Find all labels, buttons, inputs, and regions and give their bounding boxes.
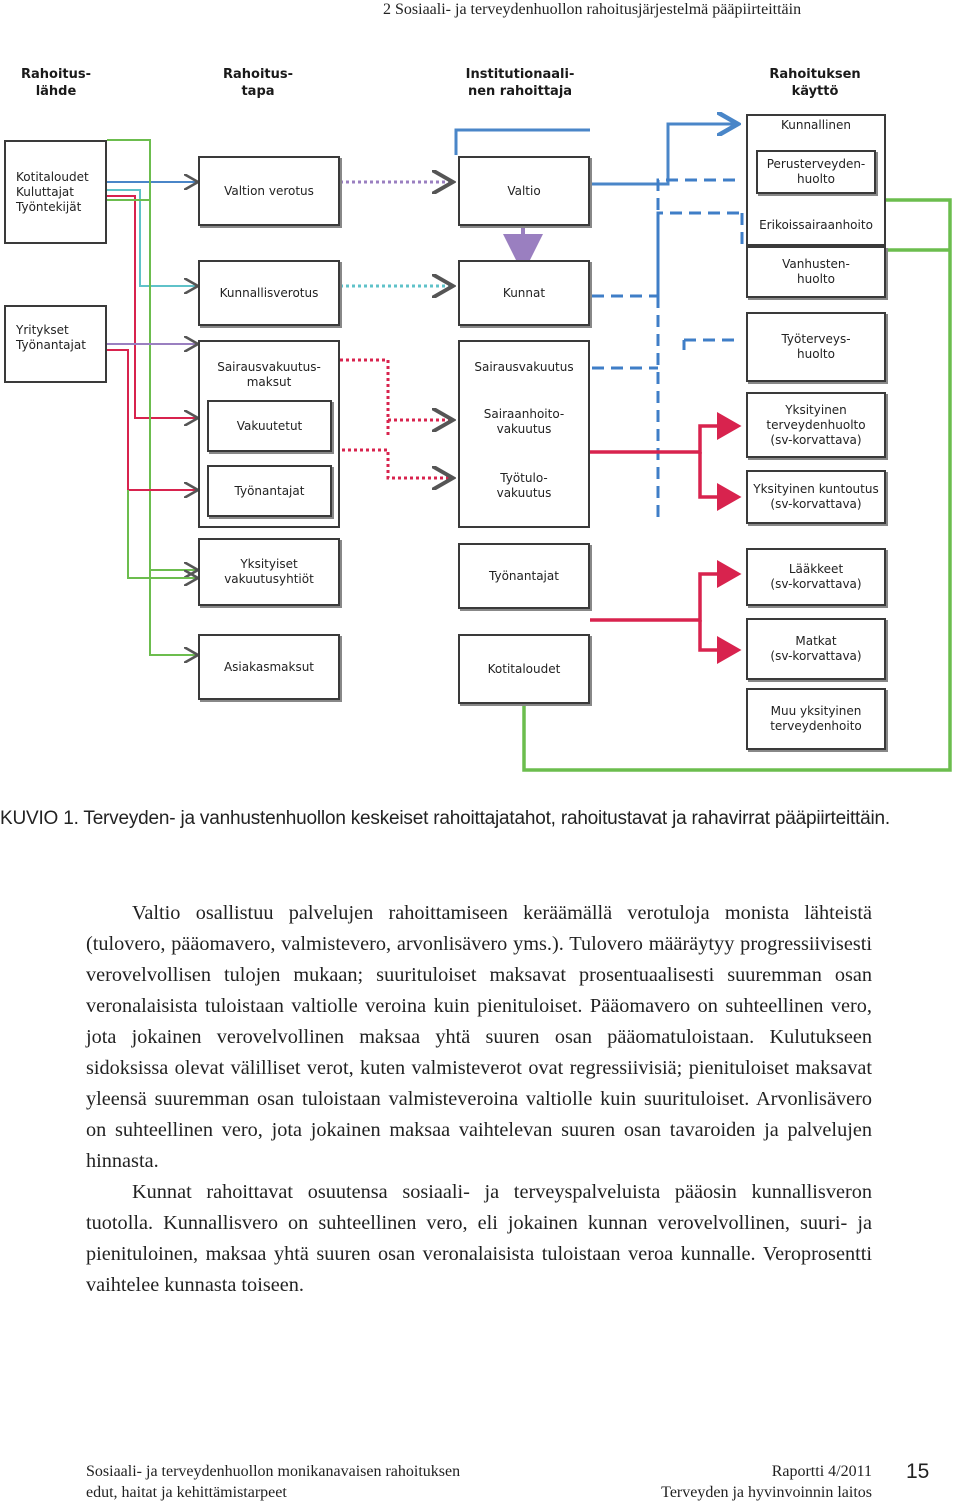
page-number: 15 <box>906 1460 930 1483</box>
source-households: Kotitaloudet Kuluttajat Työntekijät <box>4 140 107 244</box>
paragraph: Kunnat rahoittavat osuutensa sosiaali- j… <box>86 1181 872 1296</box>
flow-employers-private <box>127 490 196 578</box>
col-header-use: Rahoituksen käyttö <box>769 67 861 99</box>
flow-insurance-payments <box>340 358 450 420</box>
flow-households-insured <box>107 195 196 418</box>
method-private-insurers: Yksityiset vakuutusyhtiöt <box>198 538 340 606</box>
financier-households: Kotitaloudet <box>458 634 590 704</box>
flow-sv-medicine <box>590 560 742 622</box>
method-employers: Työnantajat <box>207 465 332 517</box>
method-insured: Vakuutetut <box>207 400 332 452</box>
financier-medical-insurance: Sairaanhoito- vakuutus <box>483 407 565 436</box>
flow-employers-employer <box>107 349 196 490</box>
financier-sickness-insurance: Sairausvakuutus <box>458 340 590 528</box>
flow-employer-worktime <box>330 448 450 478</box>
footer-report-subtitle: edut, haitat ja kehittämistarpeet <box>86 1484 287 1501</box>
flow-green-right <box>522 198 952 772</box>
footer-left: Sosiaali- ja terveydenhuollon monikanava… <box>86 1461 460 1503</box>
use-private-rehab: Yksityinen kuntoutus (sv-korvattava) <box>746 470 886 524</box>
method-state-tax: Valtion verotus <box>198 156 340 226</box>
flow-lines <box>107 0 952 772</box>
footer-right: Raportti 4/2011 Terveyden ja hyvinvoinni… <box>661 1461 872 1503</box>
flow-households-fees <box>149 570 196 655</box>
flow-kunnat-use <box>592 178 740 298</box>
figure-caption: KUVIO 1. Terveyden- ja vanhustenhuollon … <box>0 808 960 830</box>
flow-employers-fees <box>107 139 151 200</box>
col-header-source: Rahoitus- lähde <box>20 67 92 99</box>
col-header-financier: Institutionaali- nen rahoittaja <box>465 67 575 99</box>
use-occupational-health: Työterveys- huolto <box>746 312 886 382</box>
flow-households-private-ins <box>107 199 196 570</box>
flow-sv-rehab <box>698 452 742 511</box>
flow-valtio-kunnat-side <box>454 128 590 155</box>
flow-valtio-right <box>590 124 735 186</box>
flow-sv-travel <box>698 620 742 664</box>
flow-sv-private <box>590 412 742 454</box>
paragraph: Valtio osallistuu palvelujen rahoittamis… <box>86 902 872 1172</box>
caption-text: Terveyden- ja vanhustenhuollon keskeiset… <box>78 808 890 829</box>
use-private-health: Yksityinen terveydenhuolto (sv-korvattav… <box>746 392 886 458</box>
col-header-method: Rahoitus- tapa <box>222 67 294 99</box>
use-travel: Matkat (sv-korvattava) <box>746 618 886 680</box>
use-primary-care: Perusterveyden- huolto <box>756 150 876 194</box>
use-elderly-care: Vanhusten- huolto <box>746 246 886 298</box>
use-medicines: Lääkkeet (sv-korvattava) <box>746 548 886 606</box>
use-specialized-care: Erikoissairaanhoito <box>759 218 873 232</box>
financier-state: Valtio <box>458 156 590 226</box>
footer-report-title: Sosiaali- ja terveydenhuollon monikanava… <box>86 1463 461 1480</box>
source-employers: Yritykset Työnantajat <box>4 305 107 383</box>
flow-kunnat-elderly <box>656 211 742 296</box>
method-municipal-tax: Kunnallisverotus <box>198 260 340 326</box>
footer-publisher: Terveyden ja hyvinvoinnin laitos <box>661 1484 872 1501</box>
body-text: Valtio osallistuu palvelujen rahoittamis… <box>86 898 872 1301</box>
flow-households-municipal-tax <box>107 189 196 286</box>
running-head: 2 Sosiaali- ja terveydenhuollon rahoitus… <box>383 1 802 18</box>
financier-municipalities: Kunnat <box>458 260 590 326</box>
method-client-fees: Asiakasmaksut <box>198 634 340 700</box>
financier-work-income-insurance: Työtulo- vakuutus <box>496 471 552 500</box>
financier-employers: Työnantajat <box>458 543 590 609</box>
footer-report-number: Raportti 4/2011 <box>771 1463 872 1480</box>
caption-label: KUVIO 1. <box>0 808 79 829</box>
use-other-private: Muu yksityinen terveydenhoito <box>746 688 886 750</box>
